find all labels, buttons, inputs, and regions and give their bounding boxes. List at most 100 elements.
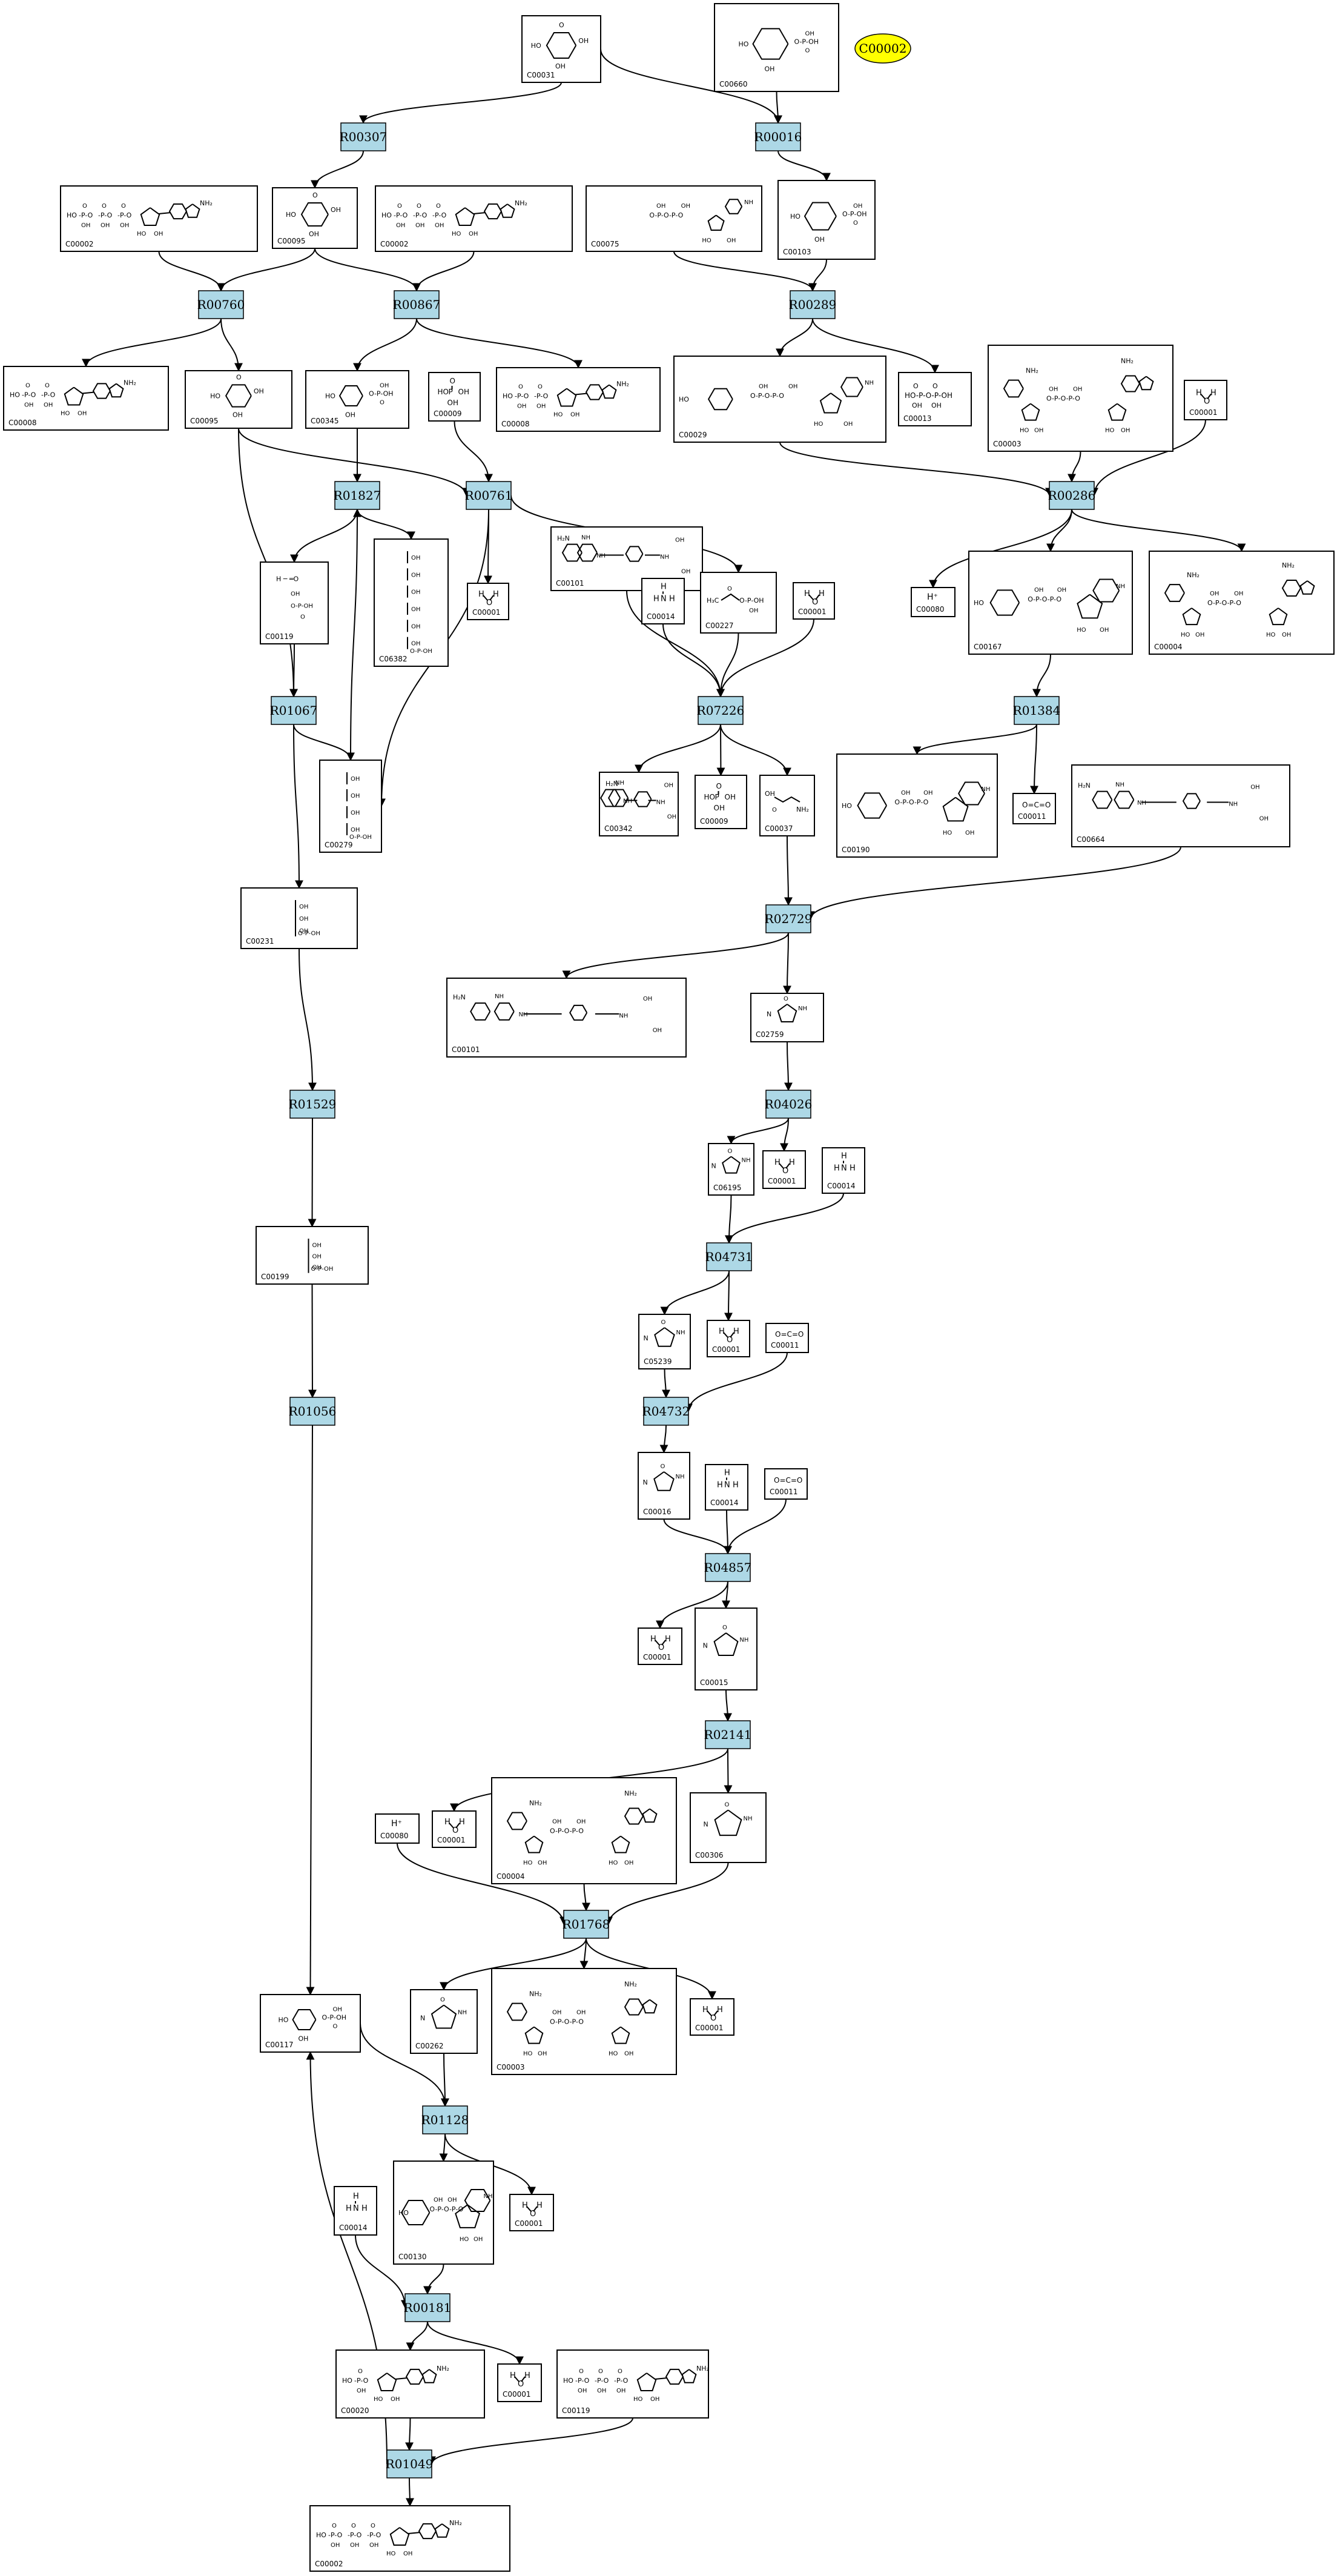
atom-label: NH <box>615 780 624 787</box>
ring-bond <box>168 203 187 220</box>
atom-label: OH <box>312 1253 322 1260</box>
reaction-node[interactable]: R01056 <box>289 1397 337 1426</box>
highlight-compound[interactable]: C00002 <box>854 33 911 64</box>
reaction-node[interactable]: R01529 <box>289 1090 337 1119</box>
reaction-node[interactable]: R01827 <box>334 481 381 510</box>
compound-id: C00029 <box>679 431 707 439</box>
reaction-node[interactable]: R01128 <box>421 2105 469 2134</box>
reaction-node[interactable]: R01067 <box>270 696 318 725</box>
reaction-node[interactable]: R00867 <box>393 290 441 319</box>
reaction-node[interactable]: R00307 <box>340 122 388 151</box>
reaction-node[interactable]: R00286 <box>1048 481 1096 510</box>
compound-node[interactable]: H⁺C00080 <box>375 1813 420 1844</box>
reaction-node[interactable]: R04732 <box>642 1397 690 1426</box>
reaction-node[interactable]: R00016 <box>754 122 802 151</box>
compound-id: C00004 <box>497 1872 525 1881</box>
reaction-node[interactable]: R00289 <box>789 290 837 319</box>
compound-node[interactable]: H⁺C00080 <box>911 587 955 617</box>
reaction-node[interactable]: R04026 <box>765 1090 813 1119</box>
reaction-node[interactable]: R00761 <box>465 481 513 510</box>
reaction-node[interactable]: R01049 <box>386 2449 434 2478</box>
atom-label: OH <box>555 62 566 70</box>
compound-id: C00011 <box>1018 812 1046 821</box>
reaction-node[interactable]: R02729 <box>765 904 813 933</box>
reaction-edge <box>308 1117 317 1228</box>
reaction-node[interactable]: R07226 <box>697 696 745 725</box>
atom-label: OH <box>299 2035 309 2043</box>
atom-label: O <box>397 203 402 210</box>
reaction-node[interactable]: R01384 <box>1013 696 1061 725</box>
reaction-node[interactable]: R04731 <box>705 1242 753 1271</box>
reaction-node[interactable]: R02141 <box>704 1720 752 1749</box>
ring-bond <box>642 1808 658 1823</box>
atom-label: OH <box>380 383 389 389</box>
reaction-node[interactable]: R00760 <box>197 290 245 319</box>
reaction-node[interactable]: R00181 <box>404 2293 452 2322</box>
reaction-label: R04026 <box>765 1097 813 1111</box>
atom-label: OH <box>291 591 300 598</box>
reaction-node[interactable]: R01768 <box>563 1910 610 1939</box>
reaction-node[interactable]: R04857 <box>704 1553 752 1582</box>
